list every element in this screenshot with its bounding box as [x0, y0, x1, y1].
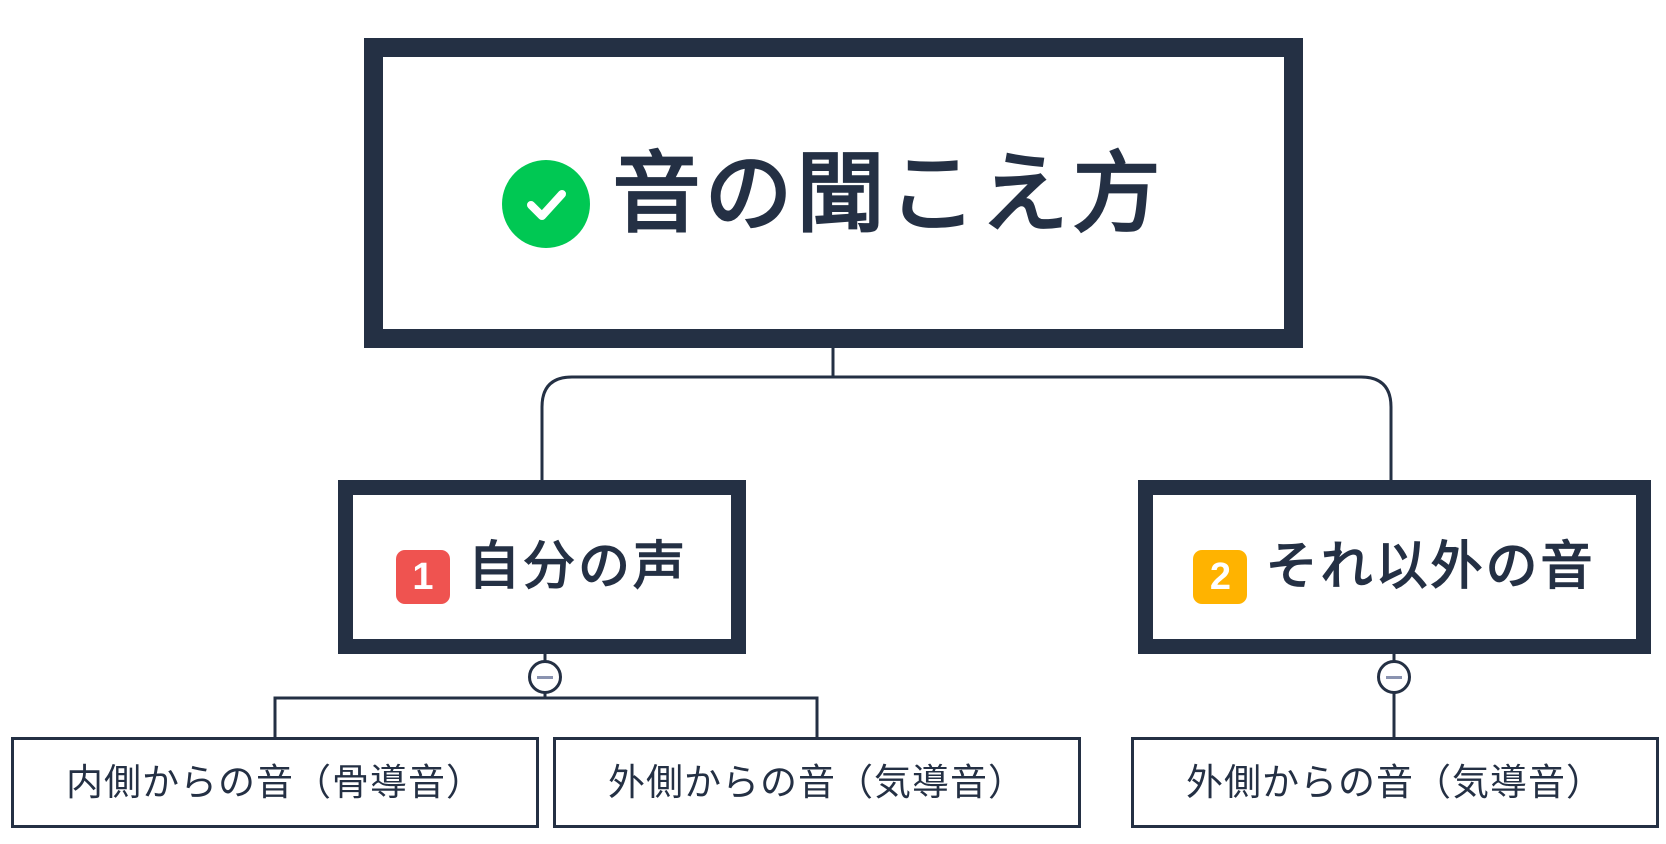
priority-badge-1: 1 — [395, 550, 450, 604]
priority-badge-2: 2 — [1193, 550, 1248, 604]
collapse-toggle-left[interactable] — [528, 660, 562, 694]
node-label: それ以外の音 — [1265, 536, 1596, 597]
root-title: 音の聞こえ方 — [612, 141, 1165, 245]
leaf-node: 外側からの音（気導音） — [553, 737, 1081, 828]
root-node: 音の聞こえ方 — [364, 38, 1303, 348]
node-label: 自分の声 — [467, 536, 688, 597]
leaf-node: 内側からの音（骨導音） — [11, 737, 539, 828]
leaf-label: 外側からの音（気導音） — [608, 761, 1026, 804]
node-other-sounds: 2 それ以外の音 — [1138, 480, 1651, 654]
leaf-node: 外側からの音（気導音） — [1131, 737, 1659, 828]
minus-icon — [537, 675, 553, 679]
leaf-label: 内側からの音（骨導音） — [66, 761, 484, 804]
check-circle-icon — [502, 160, 591, 248]
leaf-label: 外側からの音（気導音） — [1186, 761, 1604, 804]
node-own-voice: 1 自分の声 — [338, 480, 746, 654]
minus-icon — [1386, 675, 1402, 679]
collapse-toggle-right[interactable] — [1377, 660, 1411, 694]
